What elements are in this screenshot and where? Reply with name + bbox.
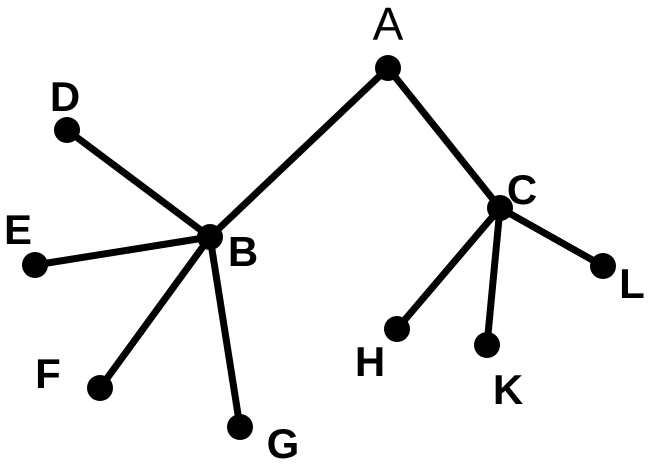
edge-b-e xyxy=(31,233,214,269)
nodes xyxy=(22,55,616,440)
edge-a-c xyxy=(384,64,504,212)
node-k xyxy=(474,332,500,358)
node-l xyxy=(590,253,616,279)
edge-c-l xyxy=(496,204,607,270)
label-f: F xyxy=(35,350,61,397)
edge-a-b xyxy=(206,64,392,241)
edge-c-k xyxy=(483,204,504,349)
node-f xyxy=(87,375,113,401)
edges xyxy=(31,64,607,431)
label-g: G xyxy=(267,420,300,467)
edge-c-h xyxy=(393,204,504,333)
node-g xyxy=(227,414,253,440)
edge-b-f xyxy=(96,233,214,392)
node-d xyxy=(54,117,80,143)
node-e xyxy=(22,252,48,278)
node-c xyxy=(487,195,513,221)
node-a xyxy=(375,55,401,81)
label-e: E xyxy=(4,206,32,253)
label-a: A xyxy=(373,0,404,50)
label-b: B xyxy=(228,228,258,275)
label-l: L xyxy=(619,260,645,307)
label-h: H xyxy=(355,338,385,385)
node-h xyxy=(384,316,410,342)
labels: A B C D E F G H K L xyxy=(4,0,645,467)
label-d: D xyxy=(50,73,80,120)
edge-b-d xyxy=(63,126,214,241)
label-k: K xyxy=(493,366,523,413)
edge-b-g xyxy=(206,233,244,431)
node-b xyxy=(197,224,223,250)
label-c: C xyxy=(507,166,537,213)
